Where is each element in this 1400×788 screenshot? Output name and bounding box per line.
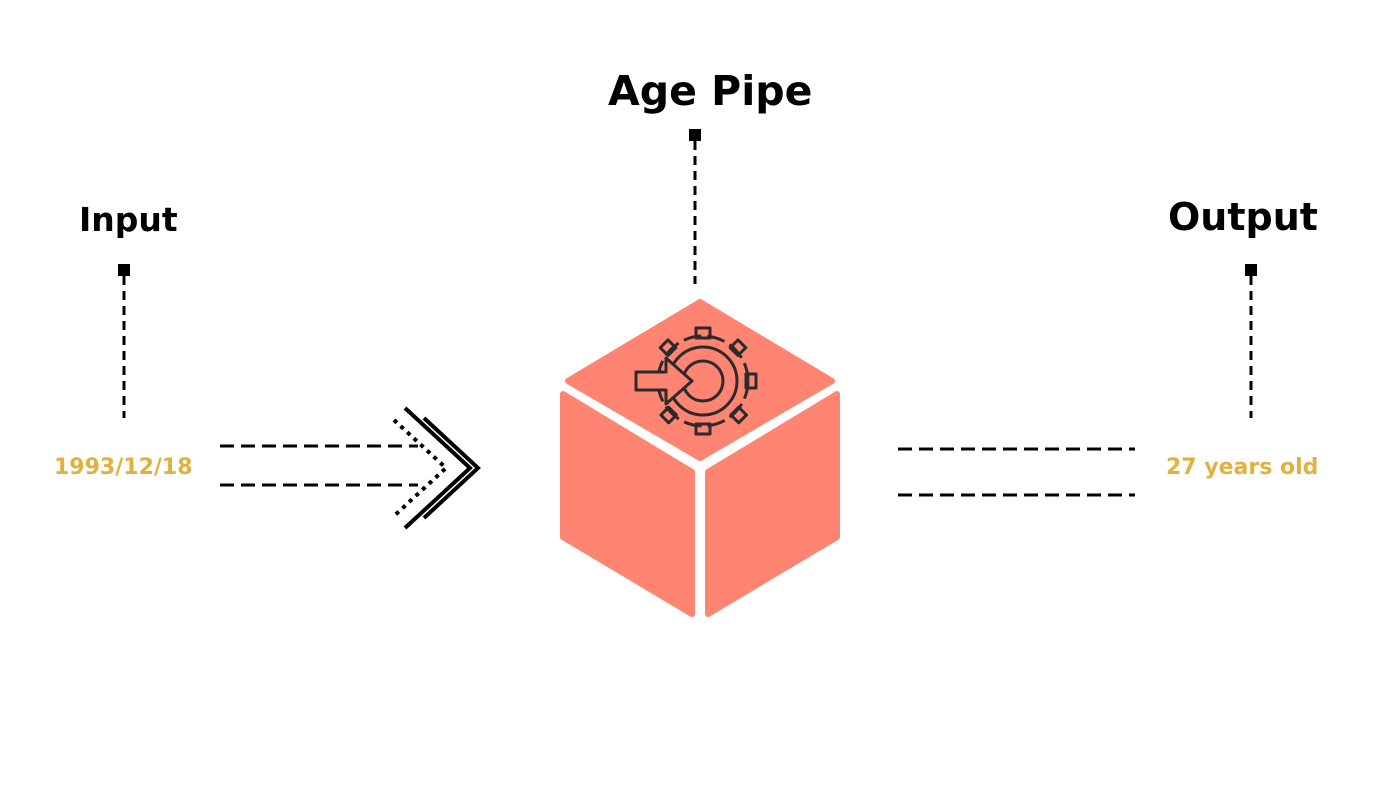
- input-title: Input: [79, 200, 178, 239]
- chevron-arrow-icon: [392, 406, 481, 530]
- pipe-connector: [689, 129, 701, 284]
- output-title: Output: [1168, 195, 1318, 239]
- gear-arrow-icon: [634, 326, 758, 436]
- output-flow-lines: [898, 447, 1135, 497]
- input-value: 1993/12/18: [54, 455, 193, 480]
- output-value: 27 years old: [1166, 455, 1319, 480]
- pipe-cube: [560, 299, 840, 617]
- input-connector: [118, 264, 130, 418]
- input-flow-lines: [220, 444, 418, 487]
- pipe-title: Age Pipe: [608, 67, 813, 115]
- output-connector: [1245, 264, 1257, 418]
